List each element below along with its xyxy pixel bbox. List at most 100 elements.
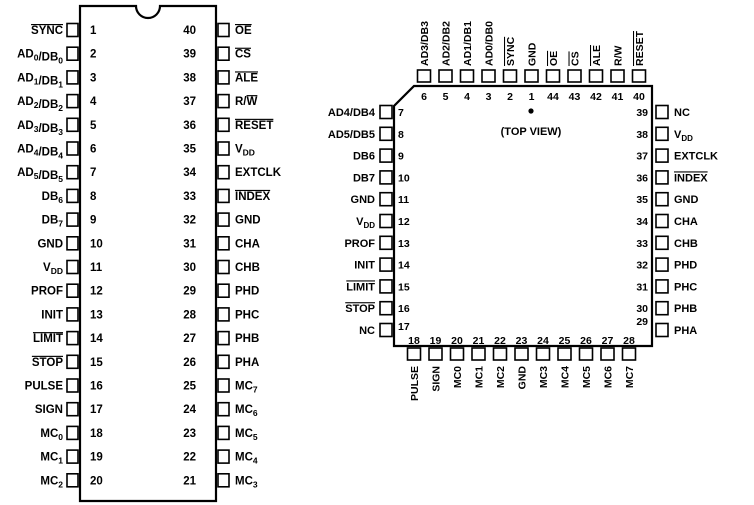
pin-number: 1 [90,25,97,37]
pin-box [471,347,486,361]
pin-box [66,70,79,85]
pin-box [655,191,669,207]
pin-number: 17 [398,321,410,333]
pin-box [449,347,465,361]
pin-label-init: INIT [354,260,375,272]
pin-label-mc1: MC1 [474,366,486,388]
pin-label-limit: LIMIT [346,281,375,293]
pin-box [217,188,230,204]
pin-label-gnd: GND [517,366,529,390]
pin-label-nc: NC [359,325,375,337]
pin-box [66,212,79,227]
pin-box [217,141,230,156]
pin-box [217,22,230,38]
pin-box [514,347,529,361]
pin-box [588,69,604,83]
pin-label-gnd: GND [37,238,63,250]
pin-number: 43 [569,91,581,103]
pin-box [655,126,669,142]
pin-number: 4 [464,91,470,103]
pin-number: 14 [90,333,103,345]
pin-box [217,401,230,417]
pin-number: 18 [90,428,103,440]
dip-pin-37: R/W37 [183,93,258,109]
pin-box [66,425,79,441]
pin-number: 28 [623,335,635,347]
pin-label-reset: RESET [634,30,646,66]
pin-label-db7: DB7 [353,172,375,184]
pin-number: 32 [636,260,648,272]
pin-number: 31 [183,238,196,250]
pin-label-gnd: GND [235,215,261,227]
pin-number: 2 [507,91,513,103]
pin-box [655,213,669,229]
pin-number: 14 [398,260,410,272]
pin-number: 41 [612,91,624,103]
pin-label-db6: DB6 [353,151,375,163]
pin-label-ad1-db1: AD1/DB1 [462,21,474,66]
pin-box [217,449,230,464]
pin-label-extclk: EXTCLK [235,167,282,179]
pin-number: 16 [90,381,103,393]
pin-box [379,104,393,120]
pin-box [481,69,496,83]
pin-label-ad3-db3: AD3/DB3 [419,21,431,66]
pin-number: 5 [90,120,97,132]
pin-number: 44 [547,91,559,103]
plcc-pin-14: INIT 14 [354,257,410,272]
pin1-marker [528,108,534,114]
pin-box [524,69,539,83]
pin-label-r-w: R/W [613,46,625,67]
pin-box [438,69,453,83]
pin-number: 10 [90,238,103,250]
pin-number: 26 [183,357,196,369]
pin-label-sign: SIGN [35,404,63,416]
pin-number: 9 [398,151,404,163]
pin-label-init: INIT [41,309,63,321]
pin-number: 9 [90,215,96,227]
plcc-package: (TOP VIEW) 6AD3/DB35AD2/DB24AD1/DB13AD0/… [328,21,718,401]
pin-number: 22 [183,452,196,464]
pin-number: 40 [183,25,196,37]
pin-box [66,188,79,204]
pin-label-ad1-db1: AD1/DB1 [17,72,63,89]
pin-number: 37 [636,151,648,163]
pin-label-pha: PHA [674,325,697,337]
pin-number: 35 [636,194,648,206]
pin-label-mc2: MC2 [40,475,63,489]
pin-box [379,126,393,142]
pin-label-stop: STOP [345,303,375,315]
pin-number: 6 [90,144,96,156]
pin-label-r-w: R/W [235,96,258,108]
pin-label-mc1: MC1 [40,452,63,466]
pin-label-mc7: MC7 [624,366,636,388]
pin-number: 30 [183,262,196,274]
dip-pin-10: GND 10 [37,236,103,251]
pin-box [66,236,79,251]
